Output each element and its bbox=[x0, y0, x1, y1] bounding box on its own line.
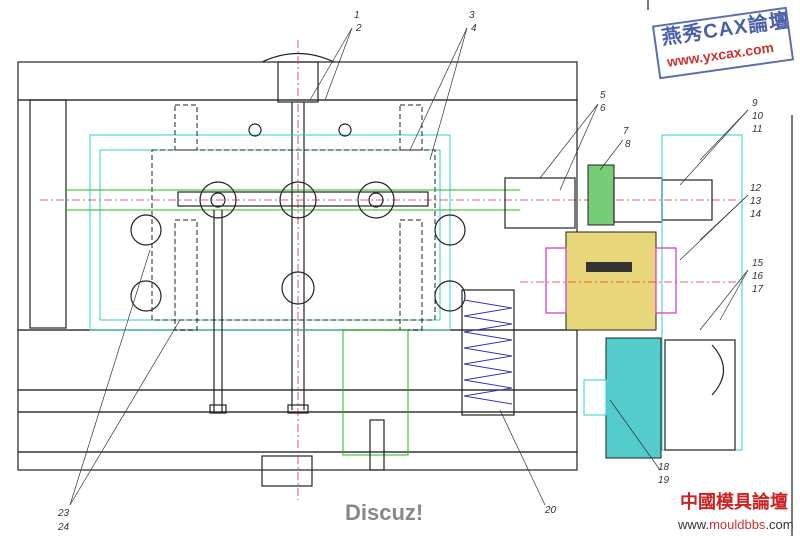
mouldbbs-title: 中國模具論壇 bbox=[680, 492, 788, 512]
cavity-outline bbox=[89, 134, 451, 331]
callout-labels: 1 2 3 4 5 6 7 8 9 10 11 12 13 14 15 16 1… bbox=[57, 10, 764, 533]
callout-18: 18 bbox=[658, 462, 670, 473]
sprue-bushing bbox=[261, 40, 335, 500]
callout-7: 7 bbox=[623, 126, 629, 137]
callout-3: 3 bbox=[469, 10, 475, 21]
callout-6: 6 bbox=[600, 103, 606, 114]
screws bbox=[174, 104, 423, 331]
callout-9: 9 bbox=[752, 98, 758, 109]
callout-8: 8 bbox=[625, 139, 631, 150]
guide-pins bbox=[130, 123, 466, 312]
callout-14: 14 bbox=[750, 209, 762, 220]
url-suffix: .com bbox=[765, 517, 794, 532]
cavity-insert bbox=[151, 149, 436, 321]
callout-24: 24 bbox=[57, 522, 70, 533]
callout-19: 19 bbox=[658, 475, 670, 486]
spring bbox=[461, 289, 515, 416]
callout-17: 17 bbox=[752, 284, 764, 295]
callout-13: 13 bbox=[750, 196, 762, 207]
gear-assembly bbox=[504, 134, 743, 459]
mold-plates bbox=[17, 61, 578, 487]
callout-12: 12 bbox=[750, 183, 762, 194]
url-mid: mouldbbs bbox=[709, 517, 766, 532]
callout-10: 10 bbox=[752, 111, 764, 122]
callout-5: 5 bbox=[600, 90, 606, 101]
return-block bbox=[342, 329, 409, 456]
callout-15: 15 bbox=[752, 258, 764, 269]
discuz-watermark: Discuz! bbox=[345, 500, 424, 525]
callout-16: 16 bbox=[752, 271, 764, 282]
leader-lines bbox=[69, 27, 749, 506]
callout-2: 2 bbox=[355, 23, 362, 34]
callout-4: 4 bbox=[471, 23, 477, 34]
url-prefix: www. bbox=[678, 517, 710, 532]
callout-23: 23 bbox=[57, 508, 70, 519]
title-block bbox=[647, 0, 793, 536]
callout-20: 20 bbox=[544, 505, 557, 516]
callout-11: 11 bbox=[752, 124, 762, 135]
callout-1: 1 bbox=[354, 10, 360, 21]
mouldbbs-url: www.mouldbbs.com bbox=[678, 517, 794, 532]
runner bbox=[177, 191, 429, 207]
